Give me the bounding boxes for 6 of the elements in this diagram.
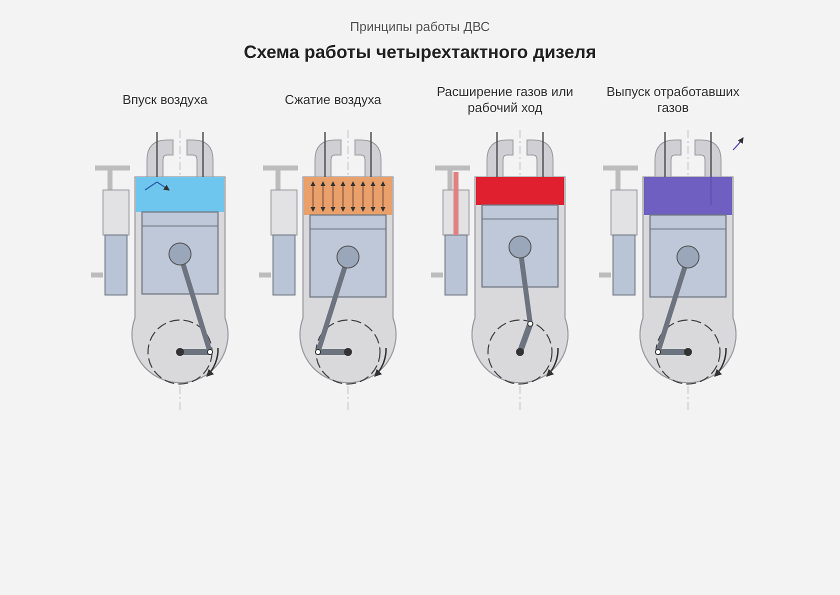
stage-heading: Сжатие воздуха	[284, 92, 382, 108]
stage-heading: Выпуск отработавших газов	[605, 84, 741, 116]
stage-heading: Впуск воздуха	[121, 92, 209, 108]
stage-heading: Расширение газов или рабочий ход	[436, 84, 574, 116]
diagram-title: Схема работы четырехтактного дизеля	[244, 41, 596, 64]
subtitle-text: Принципы работы ДВС	[350, 18, 490, 36]
